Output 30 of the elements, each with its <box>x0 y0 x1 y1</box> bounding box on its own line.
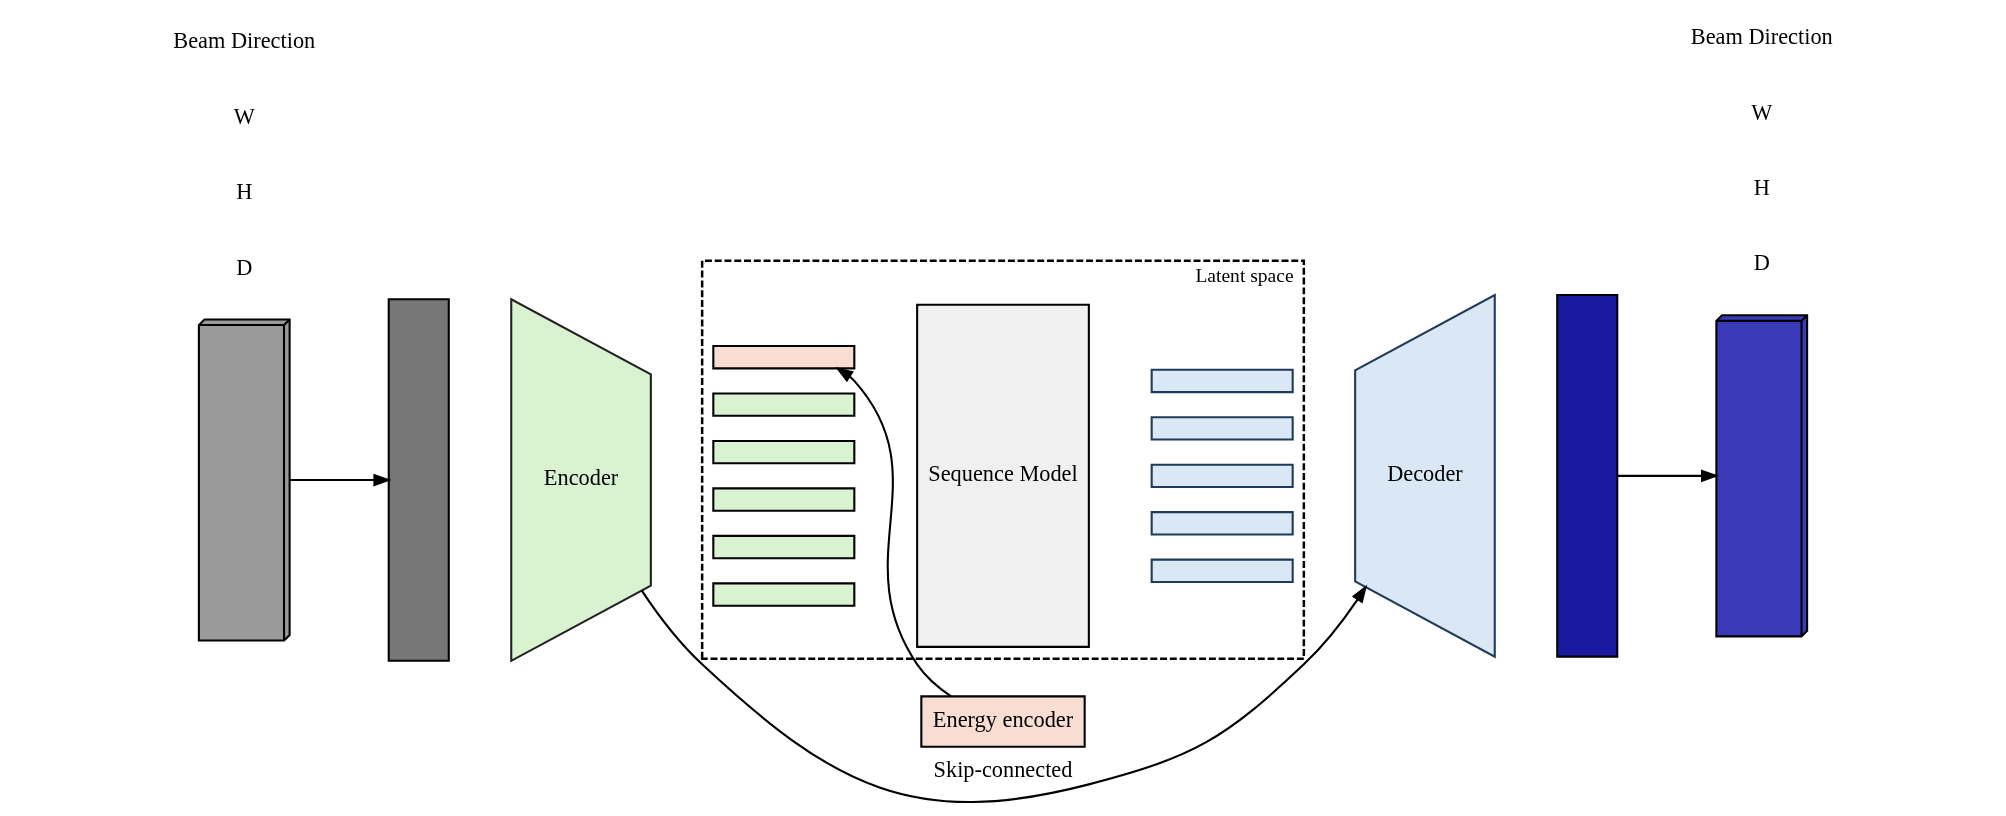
node-bar <box>712 582 856 607</box>
label: H <box>1753 174 1770 200</box>
node-bar <box>1150 511 1294 536</box>
node-bar <box>712 534 856 560</box>
label: D <box>236 254 253 280</box>
label: H <box>236 179 253 205</box>
label: W <box>233 103 255 129</box>
arrow <box>289 473 392 487</box>
node-bar <box>1150 368 1294 394</box>
label: D <box>1753 250 1770 276</box>
node-bar <box>712 392 856 417</box>
node-bar <box>1150 416 1294 441</box>
node-bar <box>712 439 856 465</box>
node-bar <box>712 487 856 512</box>
node-box <box>387 298 450 662</box>
arrow <box>1617 469 1720 483</box>
node-box: Encoder <box>510 297 652 663</box>
node-bar <box>712 344 856 370</box>
node-box: Sequence Model <box>916 303 1090 648</box>
label: Beam Direction <box>1690 24 1833 50</box>
node-box: Energy encoder <box>920 695 1086 748</box>
edge-label: Skip-connected <box>933 757 1073 783</box>
node-box: Decoder <box>1354 293 1496 659</box>
arrow <box>835 366 952 698</box>
arrow <box>640 584 1368 803</box>
label: Beam Direction <box>173 28 316 54</box>
node-bar <box>1150 558 1294 583</box>
label: W <box>1751 99 1773 125</box>
node-bar <box>1150 463 1294 489</box>
node-box <box>1556 294 1619 658</box>
